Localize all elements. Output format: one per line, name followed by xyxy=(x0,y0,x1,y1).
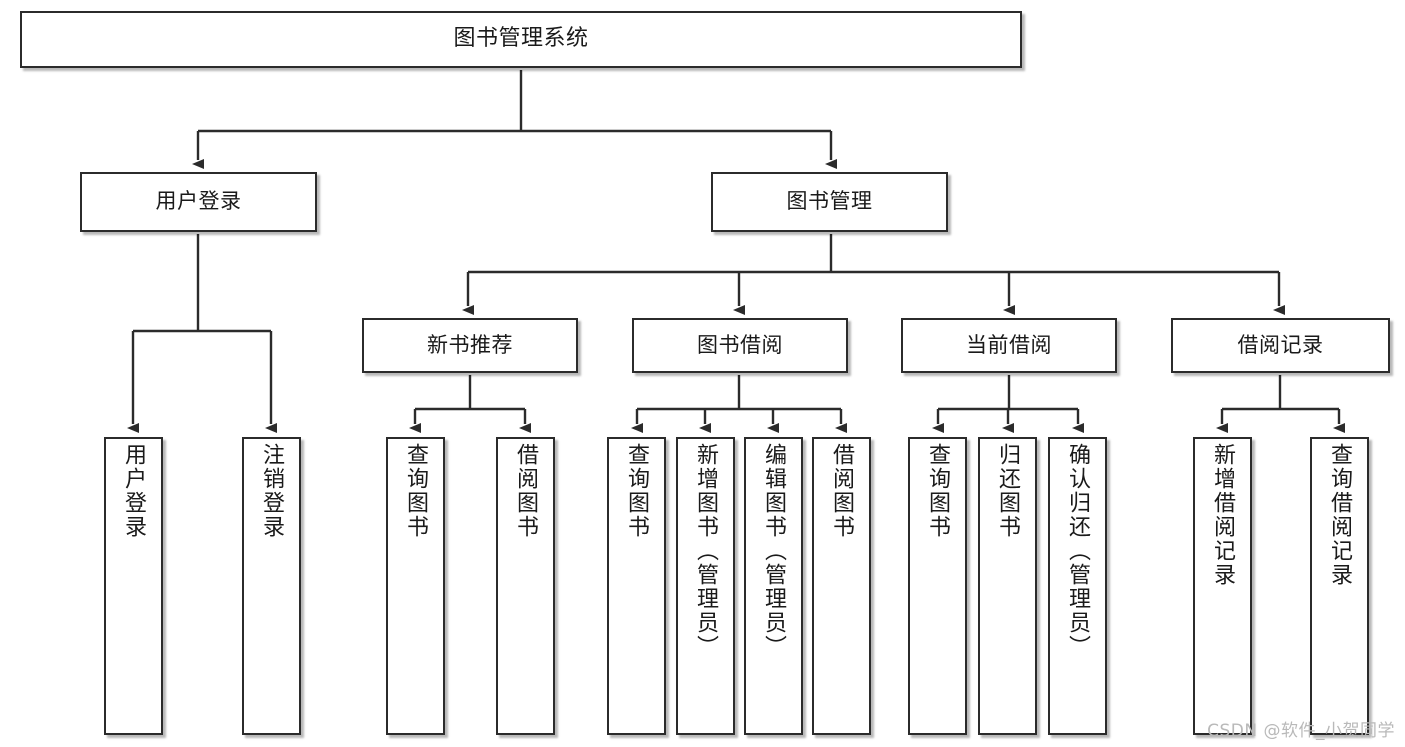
node-leaf-borrow-book-2[interactable]: 借阅图书 xyxy=(812,437,871,735)
node-book-manage-label: 图书管理 xyxy=(786,189,873,214)
node-leaf-borrow-book-1-label: 借阅图书 xyxy=(513,443,539,539)
watermark-text: CSDN @软件_小贺同学 xyxy=(1207,721,1395,741)
node-user-login-label: 用户登录 xyxy=(155,189,242,214)
node-leaf-user-login-label: 用户登录 xyxy=(121,443,147,539)
node-leaf-query-book-3[interactable]: 查询图书 xyxy=(908,437,967,735)
node-leaf-query-book-1[interactable]: 查询图书 xyxy=(386,437,445,735)
node-borrow-record-label: 借阅记录 xyxy=(1237,332,1324,357)
node-leaf-borrow-book-1[interactable]: 借阅图书 xyxy=(496,437,555,735)
node-book-borrow-label: 图书借阅 xyxy=(697,332,783,357)
node-current-borrow-label: 当前借阅 xyxy=(966,332,1052,357)
node-leaf-confirm-return[interactable]: 确认归还（管理员） xyxy=(1048,437,1107,735)
node-root-label: 图书管理系统 xyxy=(453,26,589,52)
node-leaf-query-record[interactable]: 查询借阅记录 xyxy=(1310,437,1369,735)
node-leaf-edit-book[interactable]: 编辑图书（管理员） xyxy=(744,437,803,735)
node-current-borrow[interactable]: 当前借阅 xyxy=(901,318,1117,373)
node-leaf-logout-login[interactable]: 注销登录 xyxy=(242,437,301,735)
node-new-book-rec-label: 新书推荐 xyxy=(427,332,513,357)
node-leaf-logout-login-label: 注销登录 xyxy=(259,443,285,539)
node-leaf-return-book-label: 归还图书 xyxy=(995,443,1021,539)
node-new-book-rec[interactable]: 新书推荐 xyxy=(362,318,578,373)
node-leaf-query-book-3-label: 查询图书 xyxy=(925,443,951,539)
node-leaf-query-book-2-label: 查询图书 xyxy=(624,443,650,539)
node-leaf-add-record[interactable]: 新增借阅记录 xyxy=(1193,437,1252,735)
node-leaf-add-book[interactable]: 新增图书（管理员） xyxy=(676,437,735,735)
node-leaf-add-book-label: 新增图书（管理员） xyxy=(693,443,719,659)
node-book-manage[interactable]: 图书管理 xyxy=(711,172,948,232)
node-user-login[interactable]: 用户登录 xyxy=(80,172,317,232)
node-leaf-query-record-label: 查询借阅记录 xyxy=(1327,443,1353,587)
node-leaf-confirm-return-label: 确认归还（管理员） xyxy=(1065,443,1091,659)
node-root[interactable]: 图书管理系统 xyxy=(20,11,1022,68)
node-book-borrow[interactable]: 图书借阅 xyxy=(632,318,848,373)
node-leaf-query-book-1-label: 查询图书 xyxy=(403,443,429,539)
node-leaf-edit-book-label: 编辑图书（管理员） xyxy=(761,443,787,659)
node-leaf-query-book-2[interactable]: 查询图书 xyxy=(607,437,666,735)
node-leaf-add-record-label: 新增借阅记录 xyxy=(1210,443,1236,587)
node-leaf-return-book[interactable]: 归还图书 xyxy=(978,437,1037,735)
node-leaf-borrow-book-2-label: 借阅图书 xyxy=(829,443,855,539)
node-leaf-user-login[interactable]: 用户登录 xyxy=(104,437,163,735)
node-borrow-record[interactable]: 借阅记录 xyxy=(1171,318,1390,373)
